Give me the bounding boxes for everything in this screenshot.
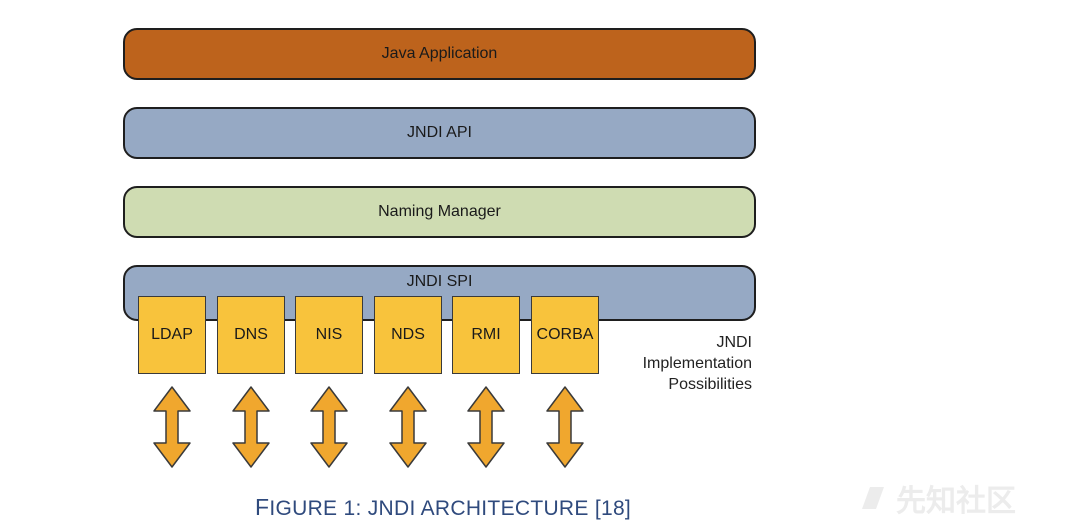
- layer-label: JNDI SPI: [406, 273, 473, 290]
- layer-label: JNDI API: [407, 124, 472, 141]
- double-arrow-icon: [310, 386, 348, 468]
- layer-naming-manager: Naming Manager: [123, 186, 756, 238]
- layer-jndi-api: JNDI API: [123, 107, 756, 159]
- watermark: 先知社区: [858, 476, 1016, 520]
- impl-box-nds: NDS: [374, 296, 442, 374]
- double-arrow-icon: [232, 386, 270, 468]
- impl-box-nis: NIS: [295, 296, 363, 374]
- impl-box-ldap: LDAP: [138, 296, 206, 374]
- note-line: Possibilities: [668, 376, 752, 393]
- double-arrow-icon: [467, 386, 505, 468]
- double-arrow-icon: [153, 386, 191, 468]
- impl-box-dns: DNS: [217, 296, 285, 374]
- double-arrow-icon: [546, 386, 584, 468]
- layer-label: Naming Manager: [378, 203, 501, 220]
- impl-box-rmi: RMI: [452, 296, 520, 374]
- figure-caption: FIGURE 1: JNDI ARCHITECTURE [18]: [255, 494, 632, 520]
- layer-java-application: Java Application: [123, 28, 756, 80]
- implementation-note: JNDI Implementation Possibilities: [600, 332, 752, 395]
- impl-box-corba: CORBA: [531, 296, 599, 374]
- logo-icon: [862, 487, 884, 509]
- layer-label: Java Application: [381, 45, 498, 62]
- note-line: Implementation: [642, 355, 752, 372]
- watermark-text: 先知社区: [896, 485, 1016, 518]
- double-arrow-icon: [389, 386, 427, 468]
- note-line: JNDI: [716, 334, 752, 351]
